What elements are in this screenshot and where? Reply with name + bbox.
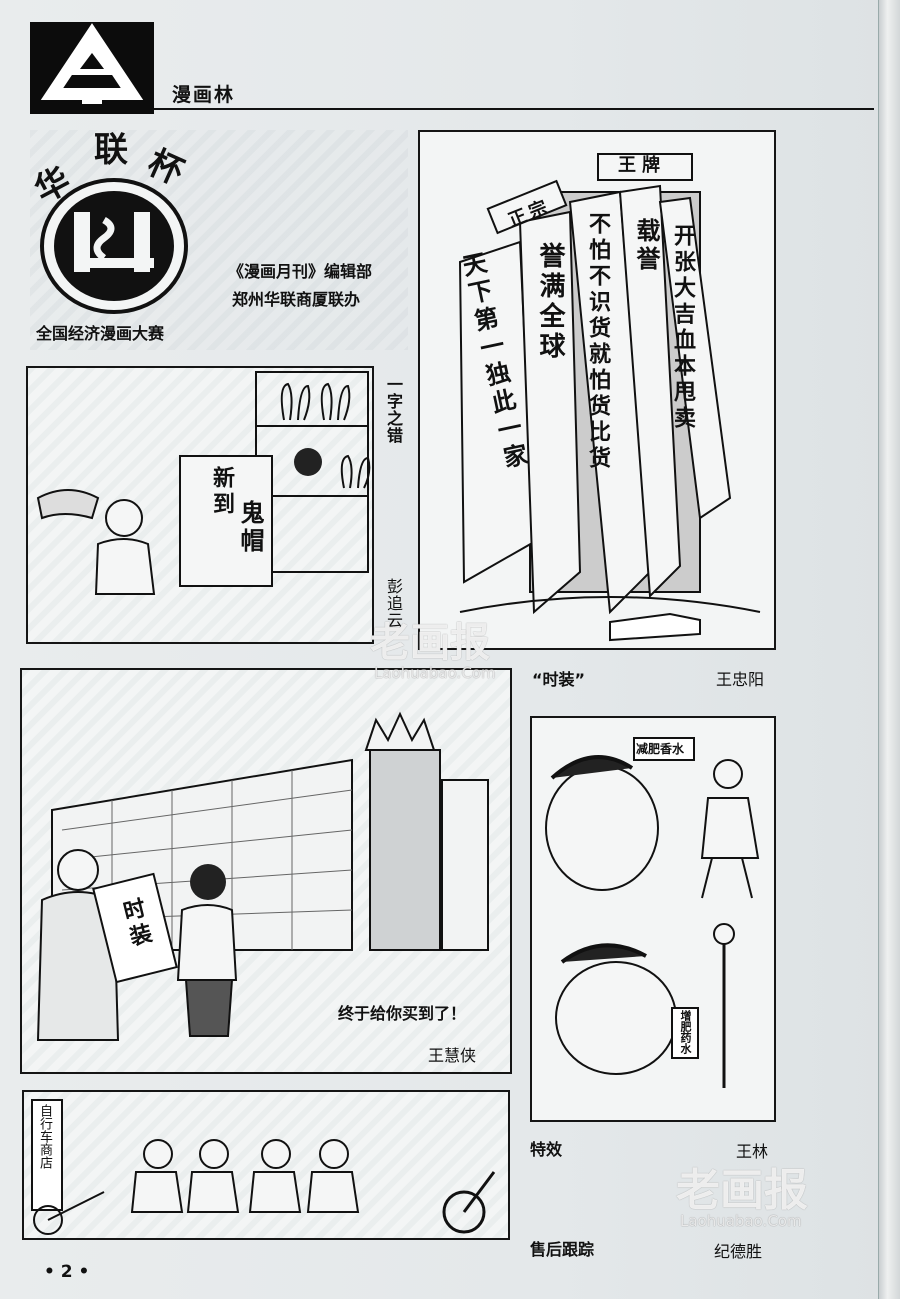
shop-sign: 自行车商店 (37, 1104, 52, 1169)
perfume-effect-drawing (545, 737, 760, 1088)
organizer-line-2: 郑州华联商厦联办 (232, 290, 361, 309)
watermark-site-2: Laohuabao.Com (680, 1212, 802, 1230)
banner-2: 誉满全球 (535, 242, 565, 362)
banner-tower-drawing (458, 153, 761, 642)
cartoon-3-title: 终于给你买到了！ (338, 1004, 467, 1023)
cartoon-panel-2: 王牌 正宗 天下第一独此一家 誉满全球 不怕不识货就怕货比货 载誉 开张大吉血本… (418, 130, 776, 650)
cartoon-5-title: 售后跟踪 (530, 1240, 595, 1259)
repair-crew-drawing (31, 1099, 496, 1235)
cartoon-4-title: 特效 (530, 1140, 563, 1159)
cartoon-panel-4: 减肥香水 增肥药水 (530, 716, 776, 1122)
cartoon-1-author: 彭追云 (384, 578, 403, 629)
cartoon-panel-3: 时装 终于给你买到了！ 王慧侠 (20, 668, 512, 1074)
cartoon-1-title: 一字之错 (384, 376, 403, 444)
banner-3: 不怕不识货就怕货比货 (585, 212, 611, 472)
cup-char-2: 联 (94, 130, 128, 170)
organizer-line-1: 《漫画月刊》编辑部 (228, 262, 373, 281)
cartoon-2-title: “时装” (532, 670, 586, 689)
triangle-logo-icon (40, 23, 144, 104)
cartoon-2-author: 王忠阳 (716, 670, 765, 689)
banner-4: 载誉 (632, 218, 661, 274)
watermark-site-1: Laohuabao.Com (374, 664, 496, 682)
cartoon-panel-1: 新到 鬼帽 (26, 366, 374, 644)
column-title: 漫画林 (172, 84, 236, 106)
hualian-emblem-icon (40, 178, 188, 314)
bottle-label-2: 增肥药水 (679, 1010, 692, 1054)
contest-name: 全国经济漫画大赛 (36, 324, 165, 343)
hat-shop-drawing (36, 371, 371, 595)
bottle-label-1: 减肥香水 (636, 742, 685, 756)
banner-5: 开张大吉血本甩卖 (670, 224, 696, 432)
sign-line-1: 新到 (209, 466, 235, 518)
page-number: • 2 • (44, 1262, 90, 1282)
department-store-drawing (36, 711, 489, 1041)
column-logo (30, 22, 154, 114)
label-wangpai: 王牌 (618, 155, 666, 176)
watermark-brand-2: 老画报 (676, 1165, 808, 1216)
sign-line-2: 鬼帽 (236, 500, 265, 556)
header-rule (154, 108, 874, 110)
cartoon-3-author: 王慧侠 (428, 1046, 477, 1065)
watermark-brand-1: 老画报 (370, 620, 490, 666)
cartoon-4-author: 王林 (736, 1142, 769, 1161)
cartoon-5-author: 纪德胜 (714, 1242, 763, 1261)
cartoon-panel-5: 自行车商店 (22, 1090, 510, 1240)
page-spine (878, 0, 900, 1299)
